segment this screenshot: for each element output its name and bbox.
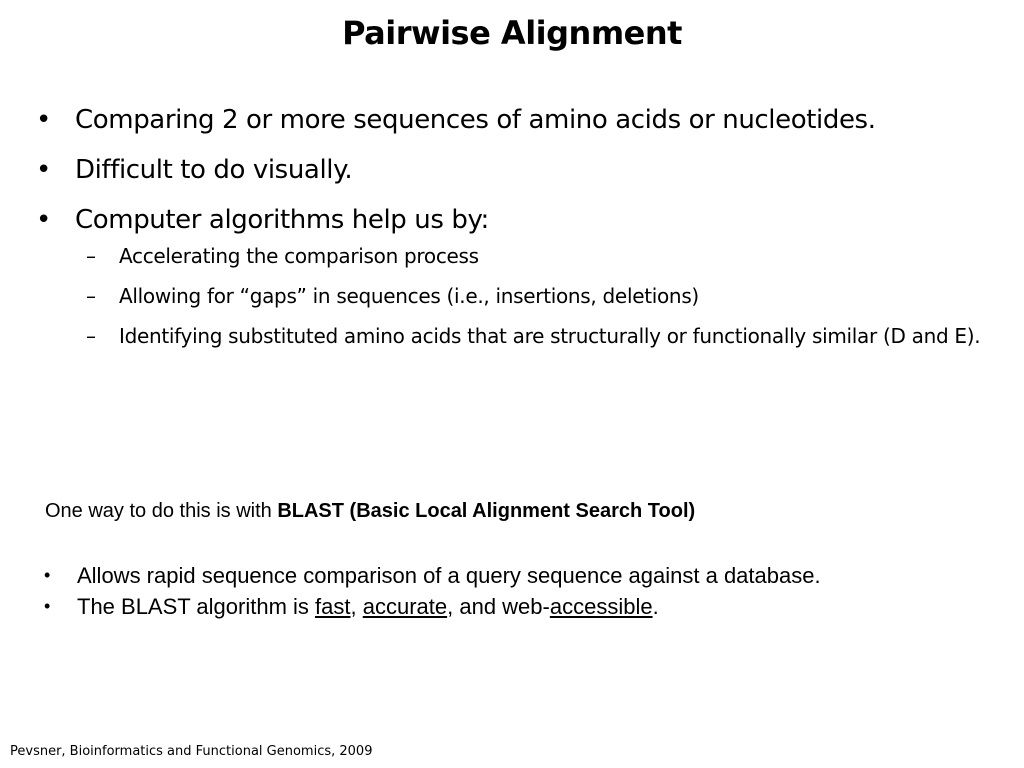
bullet-marker: • (36, 205, 51, 235)
dash-marker: – (86, 324, 96, 348)
sep: , (350, 594, 363, 619)
bullet-item: • Difficult to do visually. (32, 150, 992, 200)
sub-bullet-item: – Identifying substituted amino acids th… (32, 320, 992, 353)
bullet-marker: • (44, 596, 51, 616)
dash-marker: – (86, 284, 96, 308)
bullet-marker: • (36, 105, 51, 135)
sub-bullet-list: – Accelerating the comparison process – … (32, 240, 992, 353)
blast-bullet-list: • Allows rapid sequence comparison of a … (44, 560, 821, 622)
blast-item2-prefix: The BLAST algorithm is (77, 594, 316, 619)
bullet-marker: • (44, 565, 51, 585)
blast-intro: One way to do this is with BLAST (Basic … (45, 500, 695, 523)
bullet-text: Computer algorithms help us by: (75, 205, 489, 235)
accessible-underlined: accessible (549, 594, 653, 619)
sub-bullet-text: Accelerating the comparison process (119, 244, 479, 268)
blast-bullet-item: • The BLAST algorithm is fast, accurate,… (44, 591, 821, 622)
blast-intro-bold: BLAST (Basic Local Alignment Search Tool… (277, 500, 696, 522)
fast-underlined: fast (315, 594, 351, 619)
citation: Pevsner, Bioinformatics and Functional G… (10, 744, 373, 759)
blast-item-text: Allows rapid sequence comparison of a qu… (77, 563, 821, 588)
sep: , and web- (447, 594, 550, 619)
sub-bullet-text: Identifying substituted amino acids that… (119, 324, 981, 348)
blast-bullet-item: • Allows rapid sequence comparison of a … (44, 560, 821, 591)
period: . (652, 594, 659, 619)
bullet-item: • Computer algorithms help us by: (32, 200, 992, 240)
sub-bullet-item: – Allowing for “gaps” in sequences (i.e.… (32, 280, 992, 313)
bullet-text: Comparing 2 or more sequences of amino a… (75, 105, 876, 135)
sub-bullet-text: Allowing for “gaps” in sequences (i.e., … (119, 284, 699, 308)
accurate-underlined: accurate (362, 594, 448, 619)
bullet-marker: • (36, 155, 51, 185)
blast-intro-prefix: One way to do this is with (45, 500, 278, 522)
dash-marker: – (86, 244, 96, 268)
sub-bullet-item: – Accelerating the comparison process (32, 240, 992, 273)
bullet-text: Difficult to do visually. (75, 155, 353, 185)
main-bullet-list: • Comparing 2 or more sequences of amino… (32, 100, 992, 360)
bullet-item: • Comparing 2 or more sequences of amino… (32, 100, 992, 150)
sub-list-container: – Accelerating the comparison process – … (32, 240, 992, 353)
slide-title: Pairwise Alignment (342, 14, 682, 52)
